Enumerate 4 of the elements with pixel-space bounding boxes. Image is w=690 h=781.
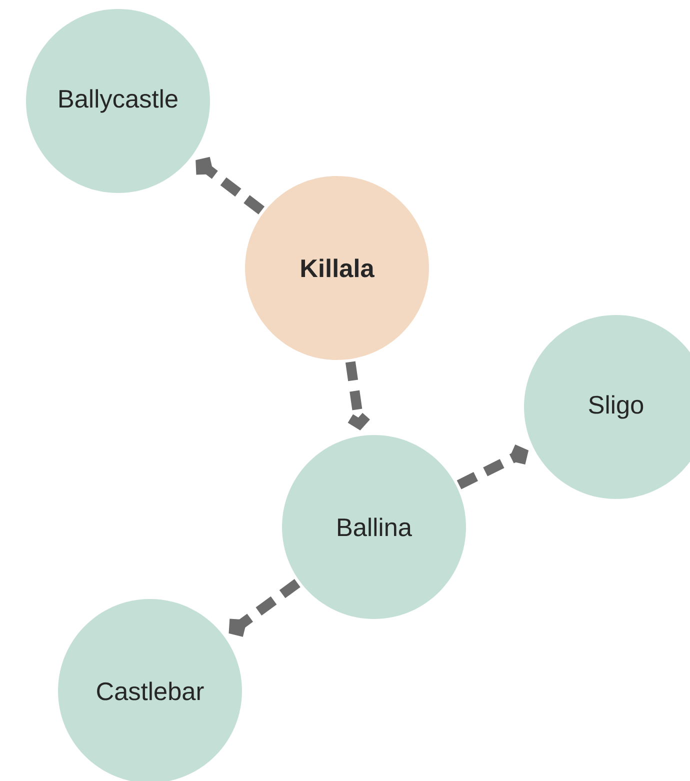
arrow: [456, 444, 529, 490]
arrow: [196, 156, 265, 214]
arrow: [228, 579, 300, 637]
arrow: [345, 361, 370, 430]
